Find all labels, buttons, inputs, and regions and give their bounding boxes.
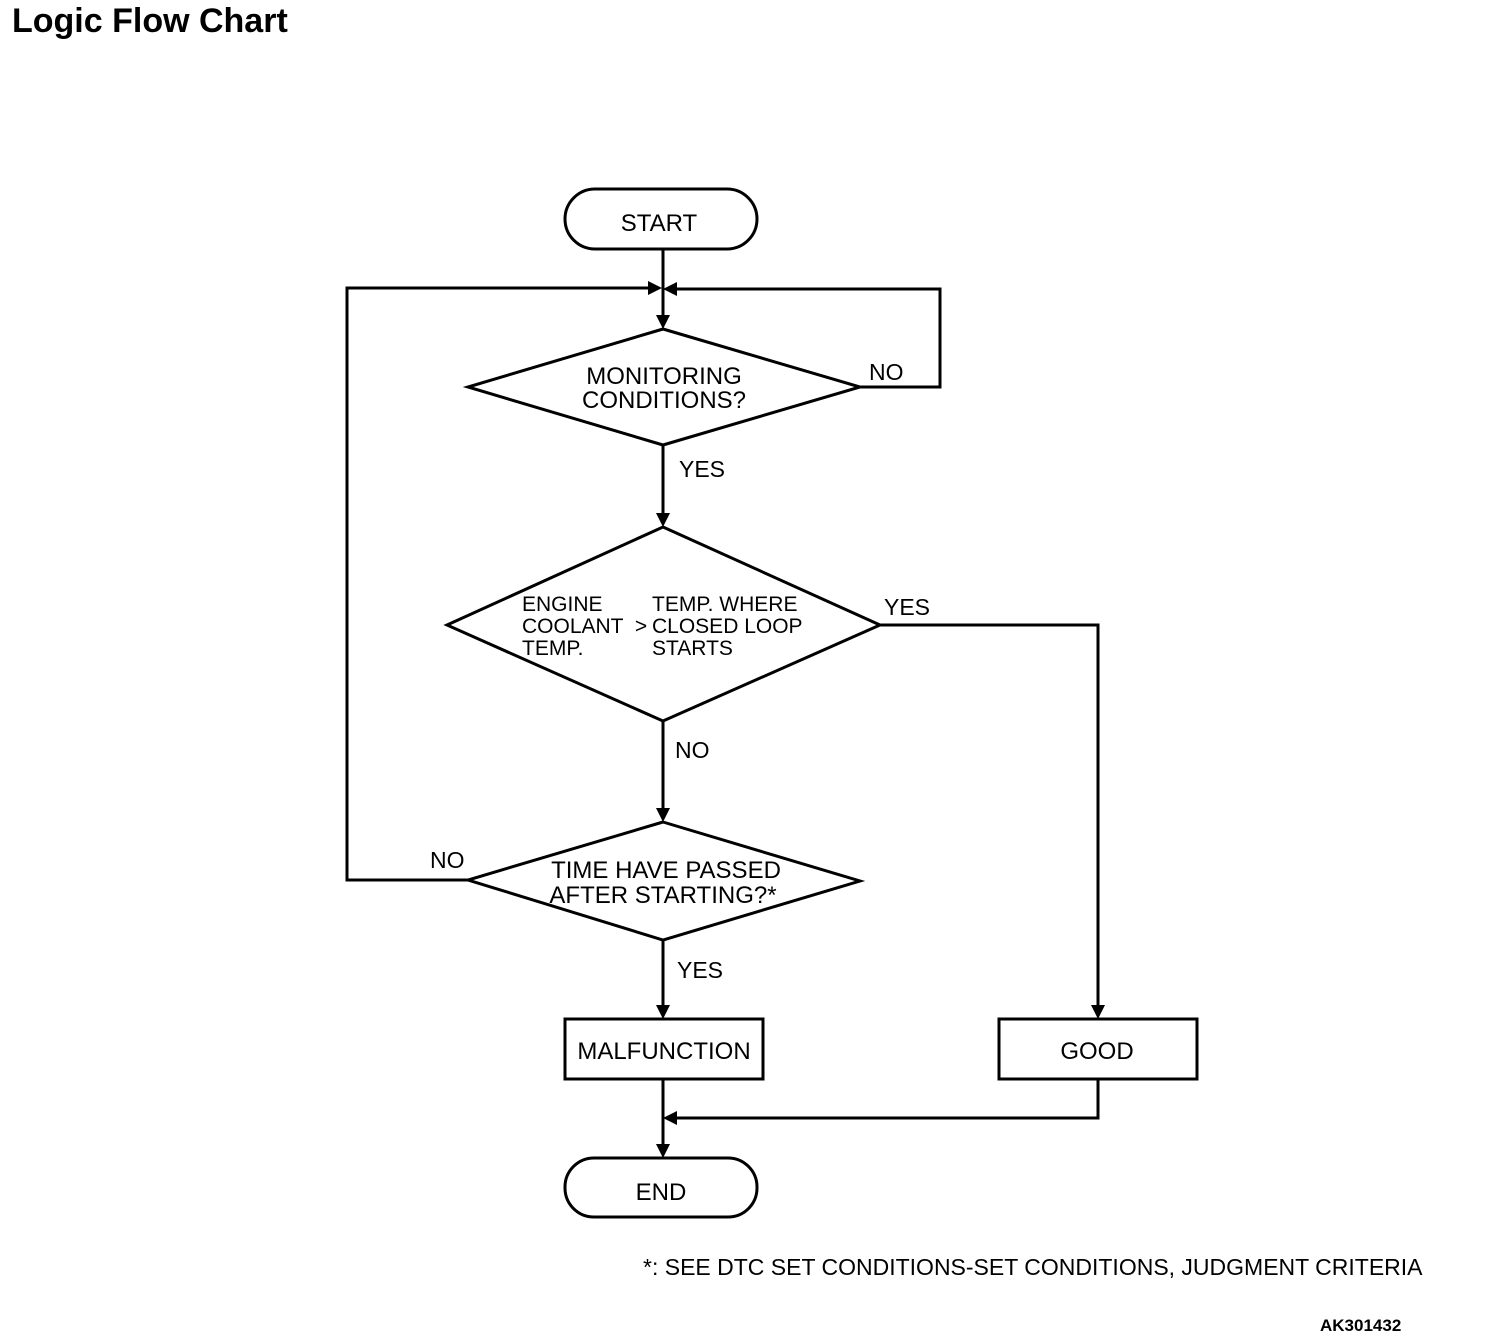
connector-time-no-loop [345,286,650,882]
arrowhead-down-time [656,808,670,822]
connectors [345,249,1100,1146]
arrowhead-left-junction [663,282,677,296]
start-label: START [621,210,698,237]
malfunction-label: MALFUNCTION [577,1038,750,1065]
coolant-left-line-1: ENGINE [522,593,603,616]
coolant-right-line-1: TEMP. WHERE [652,593,797,616]
monitoring-label-line-2: CONDITIONS? [582,387,746,414]
branch-label-coolant-no: NO [675,737,710,763]
page-title: Logic Flow Chart [12,2,288,40]
coolant-right-line-3: STARTS [652,637,733,660]
arrowhead-down-end [656,1144,670,1158]
time-label-line-1: TIME HAVE PASSED [551,857,781,884]
start-terminal-shape [563,187,759,251]
branch-label-time-yes: YES [677,957,723,983]
end-terminal: END [563,1156,759,1219]
coolant-left-line-2: COOLANT [522,615,624,638]
branch-label-monitoring-yes: YES [679,456,725,482]
arrowhead-left-end [663,1111,677,1125]
good-box [997,1017,1199,1081]
decision-monitoring-shape [462,327,866,447]
decision-time-passed: TIME HAVE PASSED AFTER STARTING?* [462,820,866,942]
coolant-operator: > [635,615,647,638]
branch-label-coolant-yes: YES [884,594,930,620]
branch-label-monitoring-no: NO [869,359,904,385]
end-terminal-shape [563,1156,759,1219]
malfunction-box [563,1017,765,1081]
arrowhead-down-good [1091,1005,1105,1019]
arrowhead-down-malfunction [656,1005,670,1019]
arrowheads [648,281,1105,1158]
process-malfunction: MALFUNCTION [563,1017,765,1081]
decision-monitoring-conditions: MONITORING CONDITIONS? [462,327,866,447]
start-terminal: START [563,187,759,251]
decision-engine-coolant-temp: ENGINE COOLANT TEMP. > TEMP. WHERE CLOSE… [443,525,884,723]
monitoring-label-line-1: MONITORING [586,363,742,390]
decision-time-shape [462,820,866,942]
coolant-left-line-3: TEMP. [522,637,583,660]
process-good: GOOD [997,1017,1199,1081]
footnote: *: SEE DTC SET CONDITIONS-SET CONDITIONS… [643,1254,1423,1280]
arrowhead-right-junction [648,281,662,295]
branch-label-time-no: NO [430,847,465,873]
arrowhead-down-coolant [656,513,670,527]
connector-coolant-yes [880,623,1100,1006]
end-label: END [636,1179,687,1206]
branch-labels: NO YES YES NO NO YES [430,359,930,983]
decision-coolant-shape [443,525,884,723]
figure-code: AK301432 [1320,1316,1402,1335]
connector-monitoring-no-loop [676,287,942,389]
time-label-line-2: AFTER STARTING?* [549,882,776,909]
connector-good-to-end [676,1079,1100,1120]
arrowhead-down-monitoring [656,315,670,329]
coolant-right-line-2: CLOSED LOOP [652,615,803,638]
good-label: GOOD [1060,1038,1133,1065]
